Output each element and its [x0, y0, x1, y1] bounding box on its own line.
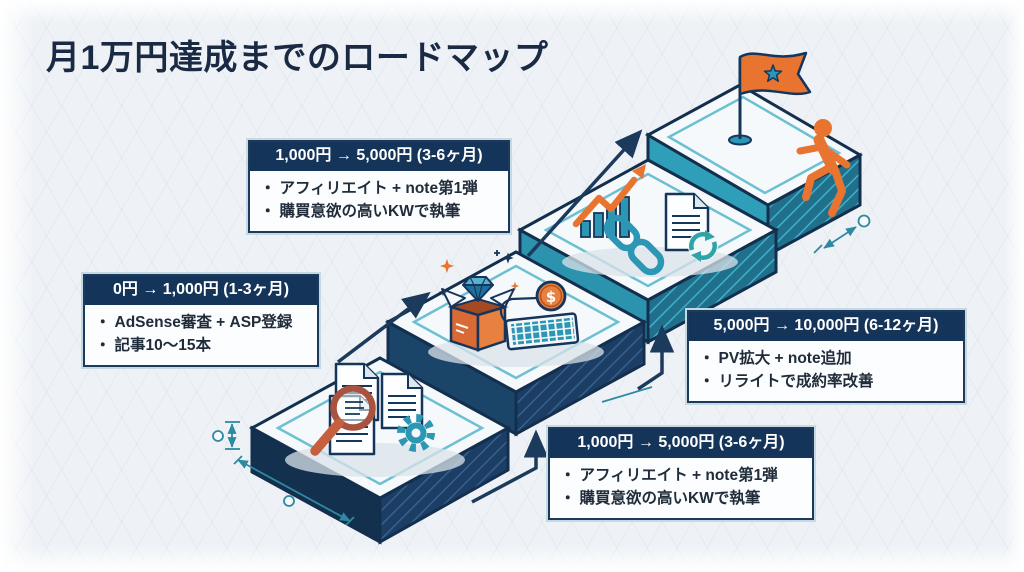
callout-stage2-top-bullet-2: ・ 購買意欲の高いKWで執筆: [260, 200, 498, 223]
svg-text:$: $: [546, 288, 556, 306]
bullet-text: アフィリエイト + note第1弾: [279, 179, 478, 197]
bullet-text: リライトで成約率改善: [718, 373, 874, 391]
bullet-marker: ・: [560, 466, 576, 484]
callout-stage1-bullet-1: ・ AdSense審査 + ASP登録: [95, 311, 307, 334]
bullet-text: PV拡大 + note追加: [718, 349, 852, 367]
bullet-marker: ・: [560, 490, 576, 508]
bullet-marker: ・: [260, 179, 276, 197]
callout-stage2-top-bullet-1: ・ アフィリエイト + note第1弾: [260, 177, 498, 200]
keyboard-icon: [504, 312, 580, 351]
bullet-marker: ・: [260, 203, 276, 221]
page-title: 月1万円達成までのロードマップ: [46, 39, 549, 77]
callout-stage3-bullet-1: ・ PV拡大 + note追加: [699, 347, 953, 370]
callout-stage2-bottom-bullet-1: ・ アフィリエイト + note第1弾: [560, 464, 802, 487]
callout-stage1: 0円 → 1,000円 (1-3ヶ月) ・ AdSense審査 + ASP登録 …: [83, 274, 319, 368]
bullet-marker: ・: [699, 349, 715, 367]
callout-stage2-bottom-header: 1,000円 → 5,000円 (3-6ヶ月): [550, 429, 812, 458]
bullet-text: 記事10〜15本: [114, 337, 211, 355]
bullet-text: アフィリエイト + note第1弾: [579, 466, 778, 484]
callout-stage3-bullet-2: ・ リライトで成約率改善: [699, 370, 953, 393]
bullet-marker: ・: [95, 313, 111, 331]
callout-stage1-header: 0円 → 1,000円 (1-3ヶ月): [85, 276, 317, 305]
callout-stage1-bullet-2: ・ 記事10〜15本: [95, 334, 307, 357]
bullet-text: 購買意欲の高いKWで執筆: [279, 203, 461, 221]
callout-stage2-top: 1,000円 → 5,000円 (3-6ヶ月) ・ アフィリエイト + note…: [248, 140, 510, 234]
bullet-text: AdSense審査 + ASP登録: [114, 313, 293, 331]
bullet-text: 購買意欲の高いKWで執筆: [579, 490, 761, 508]
bullet-marker: ・: [699, 373, 715, 391]
callout-stage3-header: 5,000円 → 10,000円 (6-12ヶ月): [689, 312, 963, 341]
callout-stage2-bottom-bullet-2: ・ 購買意欲の高いKWで執筆: [560, 487, 802, 510]
dollar-coin-icon: $: [535, 280, 567, 312]
callout-stage2-top-header: 1,000円 → 5,000円 (3-6ヶ月): [250, 142, 508, 171]
callout-stage3: 5,000円 → 10,000円 (6-12ヶ月) ・ PV拡大 + note追…: [687, 310, 965, 404]
callout-stage2-bottom: 1,000円 → 5,000円 (3-6ヶ月) ・ アフィリエイト + note…: [548, 427, 814, 521]
bullet-marker: ・: [95, 337, 111, 355]
